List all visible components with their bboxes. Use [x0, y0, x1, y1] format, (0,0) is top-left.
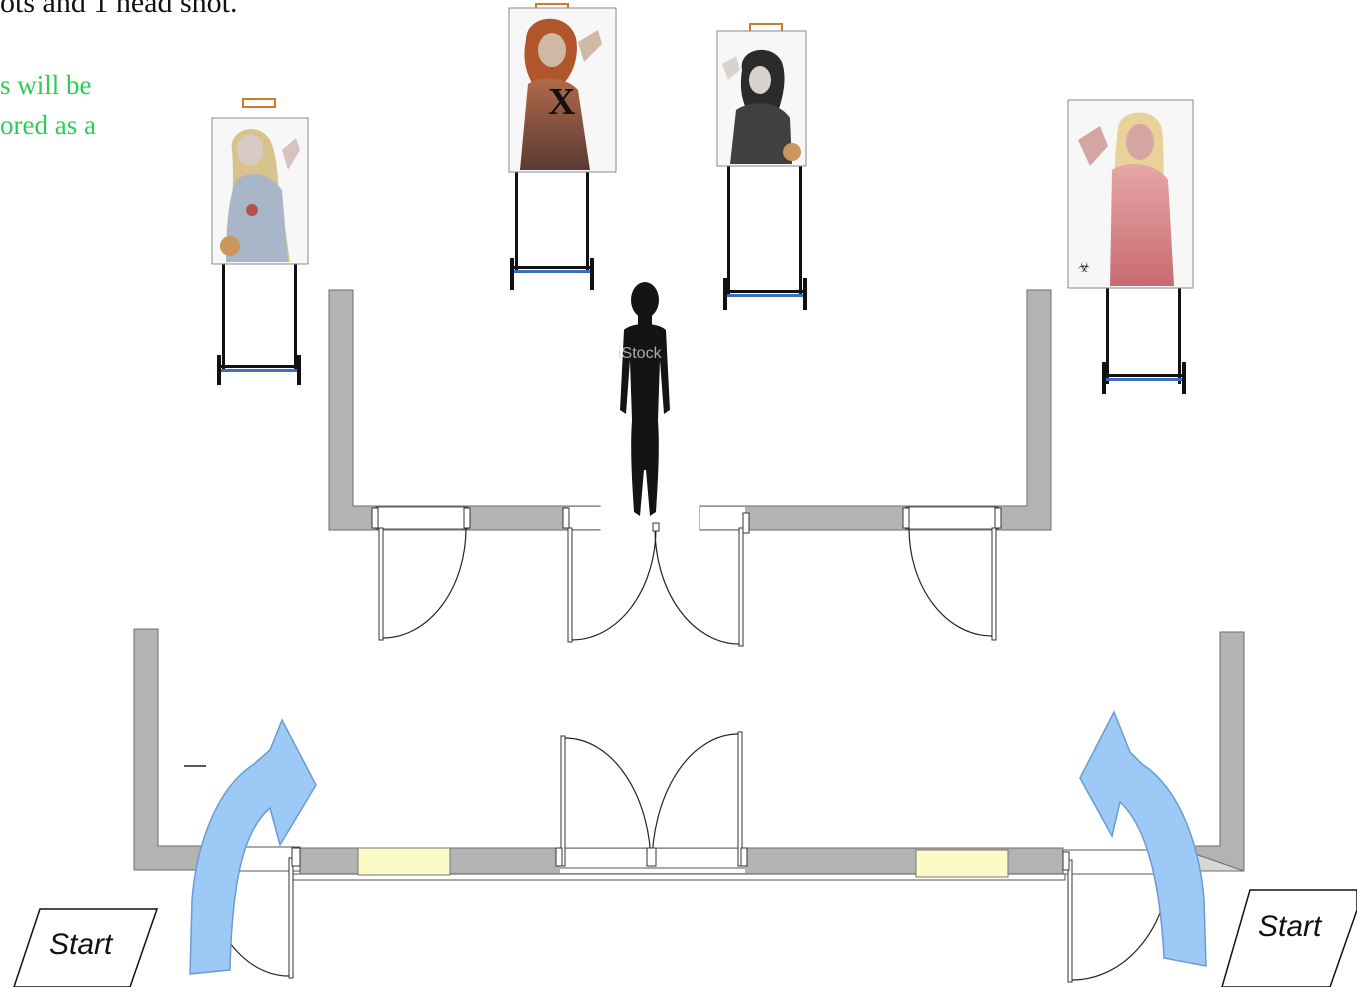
- hallway-window-left: [357, 847, 451, 876]
- scoring-note-line-1: s will be: [0, 70, 92, 100]
- hallway-window-right: [915, 849, 1009, 878]
- target-hit-mark: X: [548, 81, 575, 123]
- upper-door-left: [378, 527, 467, 641]
- upper-door-right: [908, 527, 997, 641]
- zombie-target-3: [716, 30, 807, 167]
- entry-arrow-left-icon: [189, 718, 317, 975]
- person-silhouette: [620, 282, 670, 516]
- watermark-text: iStock: [618, 345, 663, 362]
- start-label-left: Start: [49, 928, 113, 961]
- zombie-target-1: [211, 117, 309, 265]
- svg-text:☣: ☣: [1078, 259, 1091, 275]
- zombie-target-4: ☣: [1067, 99, 1194, 289]
- upper-double-door: [567, 522, 744, 647]
- start-box-right: [1221, 889, 1357, 987]
- start-label-right: Start: [1258, 910, 1322, 943]
- target-stand-4: [1102, 288, 1186, 394]
- instructions-text: ots and 1 head shot.: [0, 0, 238, 19]
- zombie-target-2: X: [508, 7, 617, 173]
- entry-arrow-right-icon: [1079, 710, 1207, 967]
- lower-double-door: [555, 731, 748, 867]
- target-stand-1: [217, 98, 301, 385]
- scoring-note-line-2: ored as a: [0, 110, 96, 140]
- upper-room-walls: [328, 289, 1052, 534]
- start-box-left: [13, 908, 159, 987]
